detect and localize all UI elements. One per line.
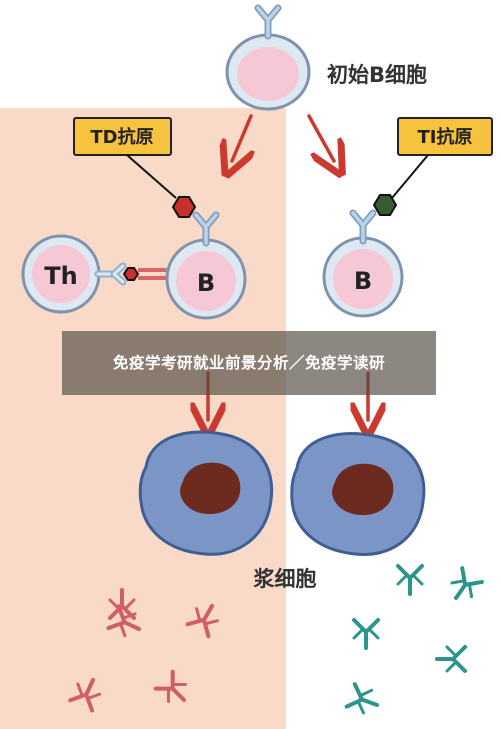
left-b-cell: B bbox=[165, 215, 247, 320]
right-antibody-3 bbox=[352, 618, 380, 650]
ti-antigen-box: TI抗原 bbox=[397, 117, 493, 156]
right-antibody-2 bbox=[444, 566, 484, 607]
article-title: 免疫学考研就业前景分析／免疫学读研 bbox=[112, 353, 385, 372]
right-b-cell: B bbox=[322, 213, 404, 318]
right-antibody-4 bbox=[435, 645, 467, 673]
right-antibody-1 bbox=[396, 564, 424, 596]
td-leader-line bbox=[126, 154, 177, 199]
ti-antigen-label: TI抗原 bbox=[418, 126, 473, 148]
naive-b-cell bbox=[225, 8, 311, 111]
arrow-to-td-path bbox=[232, 114, 251, 161]
naive-b-cell-label: 初始B细胞 bbox=[327, 63, 427, 87]
right-b-label: B bbox=[354, 267, 372, 295]
arrow-to-ti-path bbox=[307, 114, 334, 161]
left-b-label: B bbox=[197, 269, 215, 297]
th-cell: Th bbox=[21, 234, 101, 314]
article-title-banner: 免疫学考研就业前景分析／免疫学读研 bbox=[62, 331, 436, 395]
left-panel-background bbox=[0, 108, 286, 729]
right-plasma-cell bbox=[290, 432, 426, 556]
td-antigen-box: TD抗原 bbox=[73, 117, 172, 156]
plasma-cell-label: 浆细胞 bbox=[254, 567, 317, 591]
left-plasma-cell bbox=[138, 430, 274, 556]
td-antigen-hexagon bbox=[171, 196, 197, 218]
td-antigen-label: TD抗原 bbox=[90, 126, 153, 148]
ti-antigen-hexagon bbox=[372, 194, 398, 216]
th-label: Th bbox=[44, 262, 77, 290]
right-antibody-5 bbox=[344, 682, 384, 719]
ti-leader-line bbox=[391, 154, 429, 199]
